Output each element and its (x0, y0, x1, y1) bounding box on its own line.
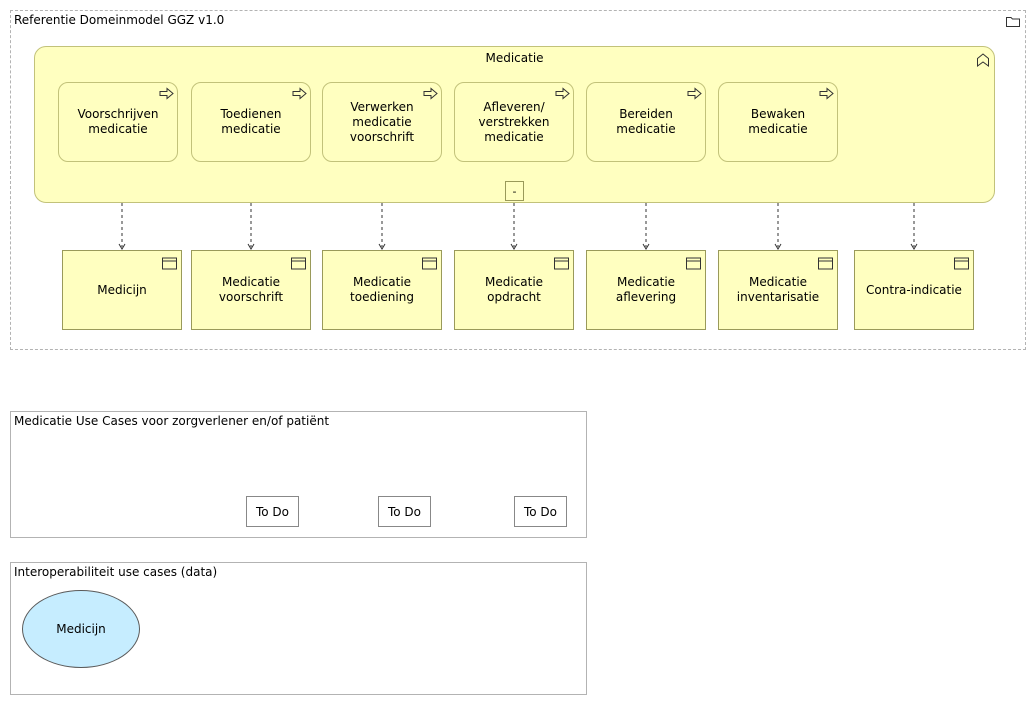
collapse-button[interactable]: - (505, 181, 524, 201)
data-object-icon (954, 257, 969, 270)
todo-button[interactable]: To Do (378, 496, 431, 527)
process-label: Afleveren/ verstrekken medicatie (478, 99, 550, 144)
todo-button[interactable]: To Do (246, 496, 299, 527)
process-arrow-icon (687, 87, 702, 100)
process-voorschrijven[interactable]: Voorschrijven medicatie (58, 82, 178, 162)
folder-icon (1006, 17, 1020, 27)
data-object-label: Medicijn (97, 282, 147, 297)
process-label: Bereiden medicatie (616, 107, 676, 136)
data-object-label: Medicatie voorschrift (218, 275, 284, 304)
data-object-medicatie-opdracht[interactable]: Medicatie opdracht (454, 250, 574, 330)
domain-model-group[interactable]: Referentie Domeinmodel GGZ v1.0 (10, 10, 1026, 350)
data-object-icon (291, 257, 306, 270)
process-arrow-icon (423, 87, 438, 100)
process-afleveren[interactable]: Afleveren/ verstrekken medicatie (454, 82, 574, 162)
process-arrow-icon (819, 87, 834, 100)
use-cases-frame-title: Medicatie Use Cases voor zorgverlener en… (14, 414, 330, 428)
interop-frame[interactable]: Interoperabiliteit use cases (data) (10, 562, 587, 695)
process-arrow-icon (292, 87, 307, 100)
data-object-icon (818, 257, 833, 270)
collapse-label: - (512, 184, 517, 198)
interop-frame-title: Interoperabiliteit use cases (data) (14, 565, 218, 579)
data-object-icon (162, 257, 177, 270)
process-verwerken[interactable]: Verwerken medicatie voorschrift (322, 82, 442, 162)
process-label: Verwerken medicatie voorschrift (349, 99, 415, 144)
function-icon (977, 53, 989, 67)
data-object-contra-indicatie[interactable]: Contra-indicatie (854, 250, 974, 330)
data-object-medicatie-toediening[interactable]: Medicatie toediening (322, 250, 442, 330)
process-label: Bewaken medicatie (748, 107, 808, 136)
todo-label: To Do (387, 504, 422, 519)
data-object-medicijn[interactable]: Medicijn (62, 250, 182, 330)
process-bereiden[interactable]: Bereiden medicatie (586, 82, 706, 162)
process-label: Voorschrijven medicatie (77, 107, 159, 136)
use-case-label: Medicijn (56, 622, 106, 636)
data-object-label: Medicatie aflevering (615, 275, 677, 304)
process-arrow-icon (159, 87, 174, 100)
data-object-label: Medicatie inventarisatie (736, 275, 820, 304)
process-arrow-icon (555, 87, 570, 100)
data-object-medicatie-aflevering[interactable]: Medicatie aflevering (586, 250, 706, 330)
todo-label: To Do (255, 504, 290, 519)
process-bewaken[interactable]: Bewaken medicatie (718, 82, 838, 162)
function-title: Medicatie (485, 51, 544, 65)
todo-label: To Do (523, 504, 558, 519)
data-object-label: Medicatie toediening (350, 275, 414, 304)
data-object-medicatie-inventarisatie[interactable]: Medicatie inventarisatie (718, 250, 838, 330)
data-object-label: Medicatie opdracht (484, 275, 544, 304)
process-toedienen[interactable]: Toedienen medicatie (191, 82, 311, 162)
use-case-medicijn[interactable]: Medicijn (22, 590, 140, 668)
data-object-icon (686, 257, 701, 270)
data-object-label: Contra-indicatie (866, 282, 962, 297)
data-object-icon (554, 257, 569, 270)
process-label: Toedienen medicatie (220, 107, 282, 136)
group-title: Referentie Domeinmodel GGZ v1.0 (14, 13, 225, 27)
data-object-medicatie-voorschrift[interactable]: Medicatie voorschrift (191, 250, 311, 330)
data-object-icon (422, 257, 437, 270)
todo-button[interactable]: To Do (514, 496, 567, 527)
